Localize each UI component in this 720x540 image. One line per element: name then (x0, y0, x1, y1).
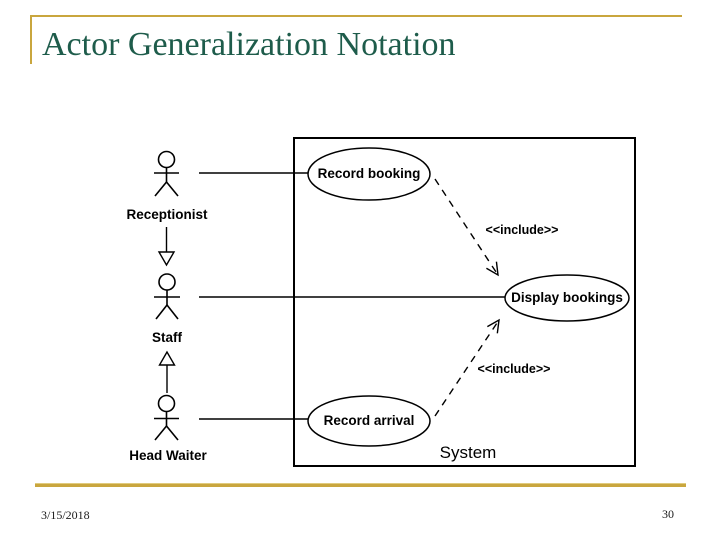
use-case-label-record-booking: Record booking (317, 166, 421, 181)
include-arrow-record-arrival-to-display-bookings (434, 318, 500, 417)
title-accent-top-line (30, 15, 682, 17)
use-case-ellipse-display-bookings (504, 274, 630, 322)
actor-label-receptionist: Receptionist (126, 207, 208, 222)
include-stereotype-label-bottom: <<include>> (477, 362, 551, 376)
footer-page-number: 30 (662, 507, 674, 521)
system-boundary-box (293, 137, 636, 467)
page-title: Actor Generalization Notation (42, 26, 456, 63)
use-case-label-display-bookings: Display bookings (511, 290, 623, 305)
generalization-arrow-head-waiter-to-staff (158, 350, 176, 393)
title-accent-left-line (30, 15, 32, 64)
system-label: System (439, 443, 497, 462)
generalization-arrow-receptionist-to-staff (157, 227, 176, 267)
use-case-ellipse-record-arrival (307, 395, 431, 447)
actor-figure-staff (154, 273, 180, 320)
include-arrow-record-booking-to-display-bookings (434, 178, 499, 277)
use-case-label-record-arrival: Record arrival (323, 413, 415, 428)
actor-figure-receptionist (154, 150, 179, 197)
actor-figure-head-waiter (154, 394, 179, 441)
actor-label-staff: Staff (152, 330, 182, 345)
footer-date: 3/15/2018 (41, 508, 90, 522)
actor-label-head-waiter: Head Waiter (129, 448, 207, 463)
footer-divider-line (35, 483, 686, 487)
use-case-ellipse-record-booking (307, 147, 431, 201)
include-stereotype-label-top: <<include>> (485, 223, 559, 237)
